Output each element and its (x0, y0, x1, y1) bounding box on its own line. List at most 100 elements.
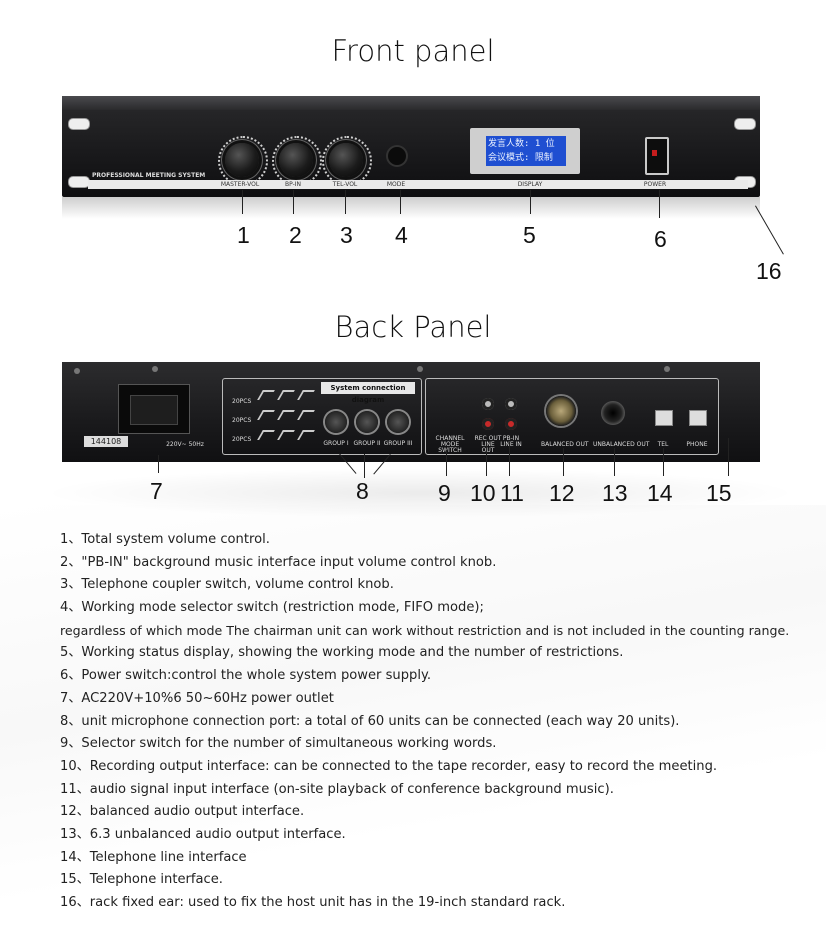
lead-8b (364, 454, 365, 478)
description-item: 7、AC220V+10%6 50~60Hz power outlet (60, 690, 334, 706)
unbalanced-out-label: UNBALANCED OUT (593, 441, 650, 448)
rec-out-label: REC OUT LINE OUT (474, 435, 502, 454)
front-panel-title: Front panel (331, 34, 495, 68)
lead-15 (728, 438, 729, 476)
pb-in-label: PB-IN LINE IN (500, 435, 522, 448)
description-item: 11、audio signal input interface (on-site… (60, 781, 614, 797)
description-item: 8、unit microphone connection port: a tot… (60, 713, 680, 729)
description-item: 6、Power switch:control the whole system … (60, 668, 432, 684)
lead-9 (446, 450, 447, 476)
lead-2 (293, 190, 294, 214)
callout-3: 3 (340, 222, 353, 248)
pcs-label: 20PCS (232, 398, 252, 405)
rack-ear-hole-left-top (68, 118, 90, 130)
description-item: regardless of which mode The chairman un… (60, 622, 790, 638)
callout-13: 13 (602, 480, 628, 506)
group-1-label: GROUP I (323, 440, 349, 447)
callout-10: 10 (470, 480, 496, 506)
system-diagram-label: System connection diagram (321, 382, 415, 404)
front-panel-reflection (62, 197, 760, 219)
balanced-out-label: BALANCED OUT (541, 441, 589, 448)
description-item: 10、Recording output interface: can be co… (60, 758, 718, 774)
callout-1: 1 (237, 222, 250, 248)
lead-4 (400, 190, 401, 214)
label-display: DISPLAY (517, 181, 543, 188)
screw (664, 366, 670, 372)
back-panel-shadow (40, 468, 800, 518)
back-panel-title: Back Panel (334, 310, 492, 344)
lead-11 (509, 442, 510, 476)
lead-12 (563, 448, 564, 476)
label-tel-vol: TEL-VOL (332, 181, 358, 188)
power-switch (645, 137, 669, 175)
pcs-label: 20PCS (232, 417, 252, 424)
rj11-phone-port (689, 410, 707, 426)
label-power: POWER (643, 181, 667, 188)
rack-ear-hole-right-top (734, 118, 756, 130)
lcd-display: 发言人数: 1 位 会议模式: 限制 (486, 136, 566, 166)
callout-14: 14 (647, 480, 673, 506)
screw (417, 366, 423, 372)
description-item: 4、Working mode selector switch (restrict… (60, 600, 484, 616)
description-item: 12、balanced audio output interface. (60, 804, 305, 820)
lead-6 (659, 190, 660, 218)
mic-port-group-2 (356, 411, 378, 433)
description-list: 1、Total system volume control. 2、"PB-IN"… (60, 529, 820, 915)
lcd-line-1: 发言人数: 1 位 (488, 139, 555, 149)
mode-button (388, 147, 406, 165)
jack-unbalanced-out (601, 401, 625, 425)
model-tag: 144108 (84, 436, 128, 447)
rj11-tel-port (655, 410, 673, 426)
group-3-label: GROUP III (383, 440, 413, 447)
tel-vol-knob (322, 136, 372, 186)
pcs-label: 20PCS (232, 436, 252, 443)
rca-rec-out-white (482, 398, 494, 410)
description-item: 15、Telephone interface. (60, 872, 223, 888)
callout-15: 15 (706, 480, 732, 506)
label-bp-in: BP-IN (284, 181, 302, 188)
lcd-line-2: 会议模式: 限制 (488, 153, 553, 163)
description-item: 1、Total system volume control. (60, 532, 270, 547)
master-vol-knob (218, 136, 268, 186)
callout-16: 16 (756, 258, 782, 284)
rca-pb-in-white (505, 398, 517, 410)
description-item: 13、6.3 unbalanced audio output interface… (60, 826, 346, 842)
callout-5: 5 (523, 222, 536, 248)
power-indicator (652, 150, 657, 156)
front-panel-top-edge (62, 96, 760, 110)
mic-port-group-1 (325, 411, 347, 433)
callout-7: 7 (150, 478, 163, 504)
description-item: 14、Telephone line interface (60, 849, 247, 865)
group-2-label: GROUP II (353, 440, 381, 447)
screw (74, 368, 80, 374)
power-inlet-socket (130, 395, 178, 425)
io-section-outline (425, 378, 719, 455)
callout-9: 9 (438, 480, 451, 506)
xlr-balanced-out (546, 396, 576, 426)
callout-11: 11 (500, 480, 524, 506)
rca-rec-out-red (482, 418, 494, 430)
callout-6: 6 (654, 226, 667, 252)
description-item: 2、"PB-IN" background music interface inp… (60, 554, 497, 570)
callout-2: 2 (289, 222, 302, 248)
description-item: 9、Selector switch for the number of simu… (60, 736, 497, 752)
lead-13 (614, 448, 615, 476)
phone-label: PHONE (686, 441, 708, 448)
description-item: 16、rack fixed ear: used to fix the host … (60, 895, 566, 910)
lead-5 (530, 190, 531, 214)
mic-section-outline (222, 378, 422, 455)
description-item: 3、Telephone coupler switch, volume contr… (60, 577, 394, 593)
lead-10 (486, 442, 487, 476)
callout-12: 12 (549, 480, 575, 506)
screw (152, 366, 158, 372)
lead-14 (663, 448, 664, 476)
label-master-vol: MASTER-VOL (220, 181, 260, 188)
description-item: 5、Working status display, showing the wo… (60, 645, 624, 661)
lead-7 (158, 455, 159, 473)
brand-label: PROFESSIONAL MEETING SYSTEM (92, 172, 206, 179)
tel-label: TEL (657, 441, 669, 448)
front-label-strip (88, 180, 748, 189)
voltage-label: 220V~ 50Hz (166, 441, 204, 448)
callout-8: 8 (356, 478, 369, 504)
lead-1 (242, 190, 243, 214)
